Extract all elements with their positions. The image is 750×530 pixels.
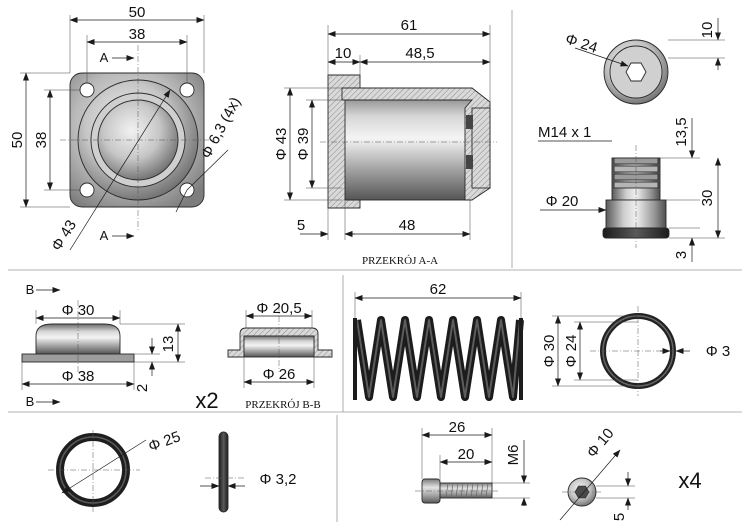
- dim-collar-dia: Φ 20: [546, 193, 579, 210]
- caption-section-aa: PRZEKRÓJ A-A: [362, 255, 438, 267]
- dim-cap-top-dia: Φ 30: [62, 302, 95, 319]
- dim-inner-dia: Φ 39: [295, 128, 312, 161]
- dim-oring-cs: Φ 3,2: [260, 471, 297, 488]
- section-mark-a-top: A: [100, 50, 109, 65]
- dim-hole-dia: Φ 6,3 (4x): [198, 94, 244, 161]
- dim-thread-len: 13,5: [673, 117, 690, 146]
- dim-bottom-length: 48: [399, 217, 416, 234]
- dim-cap-base-height: 2: [134, 384, 151, 392]
- dim-hex-depth: 10: [699, 22, 716, 39]
- ring-view: [590, 306, 686, 396]
- dim-total-height: 30: [699, 190, 716, 207]
- dim-outer-dia: Φ 43: [273, 128, 290, 161]
- qty-bolt: x4: [678, 468, 701, 493]
- oring-dimensions: Φ 25 Φ 3,2: [61, 428, 297, 494]
- section-aa-view: [320, 74, 497, 209]
- qty-cap: x2: [195, 388, 218, 413]
- panel-separators: [8, 10, 742, 522]
- ring-dimensions: Φ 30 Φ 24 Φ 3: [541, 315, 730, 387]
- dim-ring-wire: Φ 3: [706, 343, 730, 360]
- label-thread: M14 x 1: [538, 124, 591, 141]
- section-mark-a-bottom: A: [100, 228, 109, 243]
- spring-view: [353, 316, 524, 401]
- dim-bb-top-dia: Φ 20,5: [256, 300, 301, 317]
- dim-height-bolt: 38: [33, 132, 50, 149]
- section-bb-view: [227, 305, 333, 372]
- caption-section-bb: PRZEKRÓJ B-B: [245, 399, 321, 411]
- dim-oring-dia: Φ 25: [146, 428, 183, 455]
- dim-ring-outer: Φ 30: [541, 335, 558, 368]
- section-bb-dimensions: Φ 20,5 Φ 26 PRZEKRÓJ B-B: [243, 300, 321, 411]
- dim-length: 61: [401, 17, 418, 34]
- oring-view: [48, 430, 245, 513]
- dim-flange-thick: 10: [335, 45, 352, 62]
- bolt-dimensions: 26 20 M6 Φ 10 5 x4: [421, 419, 702, 521]
- plug-top-view: [603, 39, 669, 105]
- dim-flange-dia: Φ 43: [48, 217, 80, 254]
- dim-width-bolt: 38: [129, 26, 146, 43]
- dim-flange-height: 3: [673, 251, 690, 259]
- dim-bolt-head-dia: Φ 10: [583, 425, 617, 461]
- dim-body-length: 48,5: [405, 45, 434, 62]
- dim-cap-base-dia: Φ 38: [62, 368, 95, 385]
- section-mark-b-top: B: [26, 282, 35, 297]
- flange-front-view: [60, 45, 215, 230]
- dim-ring-inner: Φ 24: [563, 335, 580, 368]
- dim-hex-dia: Φ 24: [563, 31, 599, 57]
- dim-bolt-head-height: 5: [611, 513, 628, 521]
- plug-side-view: [602, 145, 670, 248]
- dim-bolt-thread-len: 20: [458, 446, 475, 463]
- dim-left-offset: 5: [297, 217, 305, 234]
- dim-height-outer: 50: [9, 132, 26, 149]
- cap-view: [21, 300, 135, 372]
- bolt-view: [415, 477, 602, 507]
- dim-cap-height: 13: [160, 336, 177, 353]
- dim-width-outer: 50: [129, 4, 146, 21]
- dim-bolt-thread: M6: [505, 445, 522, 466]
- cap-dimensions: B Φ 30 13 2 Φ 38 B x2: [21, 282, 219, 413]
- spring-dimensions: 62: [354, 281, 522, 318]
- section-aa-dimensions: 61 10 48,5 Φ 43 Φ 39 5 48 PRZEKRÓJ A-A: [273, 17, 491, 267]
- dim-bb-bottom-dia: Φ 26: [263, 366, 296, 383]
- dim-bolt-length: 26: [449, 419, 466, 436]
- section-mark-b-bottom: B: [26, 394, 35, 409]
- dim-spring-length: 62: [430, 281, 447, 298]
